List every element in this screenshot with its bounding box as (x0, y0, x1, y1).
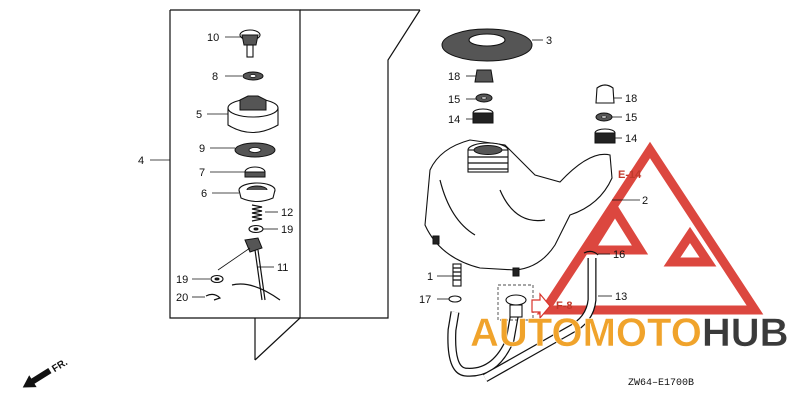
label-part-2: 2 (642, 195, 648, 207)
part-fuel-tank (424, 139, 640, 277)
part-clip-16 (583, 250, 610, 256)
label-part-15-right: 15 (625, 112, 637, 124)
part-vent-knob (225, 29, 261, 58)
part-clip-17 (437, 295, 462, 303)
diagram-code: ZW64–E1700B (628, 378, 694, 389)
label-part-6: 6 (201, 188, 207, 200)
label-part-12: 12 (281, 207, 293, 219)
part-spring (251, 204, 278, 222)
part-washer-19-upper (248, 224, 278, 234)
part-cap-holder (212, 182, 276, 203)
label-part-13: 13 (615, 291, 627, 303)
part-washer-8 (225, 71, 264, 81)
part-clip-20 (192, 293, 222, 301)
label-part-20: 20 (176, 292, 188, 304)
front-direction-arrow: FR. (22, 357, 70, 388)
label-part-10: 10 (207, 32, 219, 44)
reference-f8: F-8 (556, 300, 573, 312)
label-part-4: 4 (138, 155, 144, 167)
part-mount-stack-left (466, 69, 494, 124)
part-seal-ring (441, 28, 543, 62)
label-part-18-left: 18 (448, 71, 460, 83)
front-direction-label: FR. (50, 357, 70, 375)
part-washer-19-lower (192, 274, 224, 284)
label-part-19-lower: 19 (176, 274, 188, 286)
label-part-9: 9 (199, 143, 205, 155)
right-parts-frame (254, 9, 421, 361)
label-part-16: 16 (613, 249, 625, 261)
label-part-17: 17 (419, 294, 431, 306)
label-part-5: 5 (196, 109, 202, 121)
label-part-7: 7 (199, 167, 205, 179)
part-fuel-joint (437, 263, 462, 287)
part-mount-stack-right (594, 84, 622, 144)
watermark-brand: AUTOMOTOHUB (470, 311, 789, 355)
reference-arrow (531, 292, 551, 320)
part-fuel-filter (497, 284, 534, 321)
label-part-19-upper: 19 (281, 224, 293, 236)
label-part-3: 3 (546, 35, 552, 47)
part-gasket (210, 142, 276, 158)
part-fuel-cap (207, 95, 279, 134)
arrow-left-icon (22, 368, 52, 388)
label-part-15-left: 15 (448, 94, 460, 106)
watermark-brand-part1: AUTOMOTO (470, 311, 702, 355)
reference-e14: E-14 (618, 169, 642, 181)
part-fuel-hose (447, 258, 612, 382)
label-part-14-right: 14 (625, 133, 637, 145)
label-part-11: 11 (277, 262, 288, 274)
label-part-14-left: 14 (448, 114, 460, 126)
part-ring-7 (210, 166, 266, 178)
label-part-18-right: 18 (625, 93, 637, 105)
label-part-1: 1 (427, 271, 433, 283)
watermark-triangle-logo (536, 141, 764, 315)
part-fuel-gauge (217, 237, 281, 301)
label-part-8: 8 (212, 71, 218, 83)
watermark-brand-part2: HUB (702, 311, 789, 355)
